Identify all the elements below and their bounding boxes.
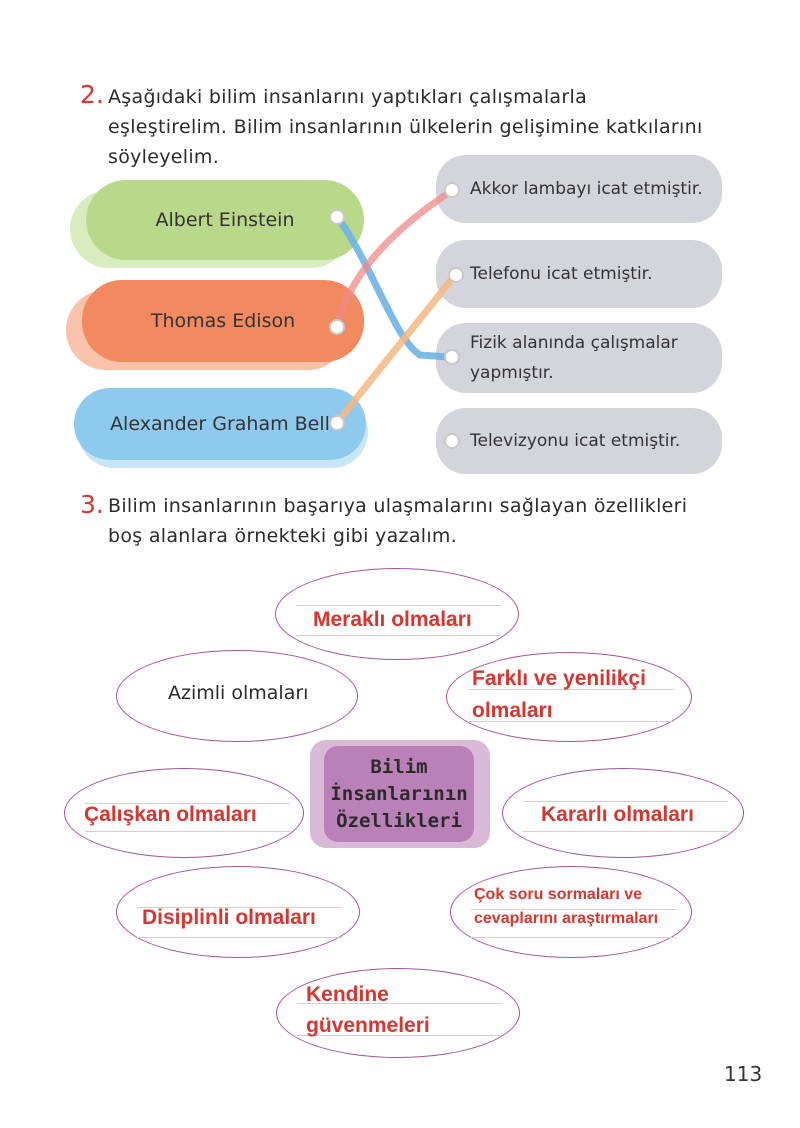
answer-kararli: Kararlı olmaları [541,803,694,826]
dot-bell[interactable] [329,415,345,431]
achievement-physics-line-1: Fizik alanında çalışmalar [470,333,678,353]
question-3-line-2: boş alanlara örnekteki gibi yazalım. [108,525,458,547]
question-3-line-1: Bilim insanlarının başarıya ulaşmalarını… [108,495,688,517]
answer-merakli: Meraklı olmaları [313,608,472,631]
answer-farkli-line-2: olmaları [472,699,553,722]
dot-television[interactable] [444,433,460,449]
scientist-edison-pill[interactable]: Thomas Edison [66,280,366,370]
achievement-physics[interactable]: Fizik alanında çalışmalar yapmıştır. [436,323,722,393]
ellipse-merakli[interactable] [275,568,519,660]
question-2-text: Aşağıdaki bilim insanlarını yaptıkları ç… [108,82,703,172]
scientist-bell-label: Alexander Graham Bell [110,413,330,435]
center-topic-box: Bilim İnsanlarının Özellikleri [310,740,490,848]
answer-azimli: Azimli olmaları [168,682,309,704]
center-topic-inner: Bilim İnsanlarının Özellikleri [324,746,474,842]
answer-farkli-line-1: Farklı ve yenilikçi [472,667,646,690]
dot-telephone[interactable] [448,267,464,283]
dot-physics[interactable] [444,349,460,365]
answer-soru-line-2: cevaplarını araştırmaları [474,910,659,927]
achievement-television[interactable]: Televizyonu icat etmiştir. [436,408,722,474]
question-2-line-3: söyleyelim. [108,146,220,168]
ellipse-soru[interactable] [450,866,692,958]
question-2-line-1: Aşağıdaki bilim insanlarını yaptıkları ç… [108,86,588,108]
ellipse-farkli[interactable] [446,652,692,742]
question-3-number: 3. [80,490,104,519]
achievement-light-bulb-label: Akkor lambayı icat etmiştir. [470,179,703,199]
question-2-number: 2. [80,80,104,109]
scientist-einstein-pill[interactable]: Albert Einstein [70,180,365,268]
answer-kendine-line-2: güvenmeleri [306,1014,430,1037]
center-line-2: İnsanlarının [330,782,468,805]
achievement-telephone[interactable]: Telefonu icat etmiştir. [436,240,722,308]
scientist-edison-label: Thomas Edison [150,310,296,332]
scientist-einstein-label: Albert Einstein [155,209,295,231]
ellipse-kendine[interactable] [276,968,520,1058]
dot-edison[interactable] [329,319,345,335]
answer-soru-line-1: Çok soru sormaları ve [474,886,643,903]
answer-kendine-line-1: Kendine [306,983,389,1006]
page-number: 113 [724,1062,763,1086]
scientist-bell-pill[interactable]: Alexander Graham Bell [74,388,370,468]
question-2-line-2: eşleştirelim. Bilim insanlarının ülkeler… [108,116,703,138]
achievement-light-bulb[interactable]: Akkor lambayı icat etmiştir. [436,155,722,223]
ellipse-disiplinli[interactable] [116,866,360,958]
dot-einstein[interactable] [329,209,345,225]
achievement-telephone-label: Telefonu icat etmiştir. [470,264,653,284]
answer-disiplinli: Disiplinli olmaları [142,906,316,929]
dot-light-bulb[interactable] [444,182,460,198]
center-line-1: Bilim [370,755,428,778]
ellipse-kararli[interactable] [502,768,744,858]
question-3-text: Bilim insanlarının başarıya ulaşmalarını… [108,491,687,551]
ellipse-azimli[interactable] [116,650,358,742]
ellipse-caliskan[interactable] [64,768,304,858]
achievement-physics-line-2: yapmıştır. [470,363,554,383]
center-line-3: Özellikleri [336,809,462,832]
answer-caliskan: Çalışkan olmaları [84,803,257,826]
achievement-television-label: Televizyonu icat etmiştir. [470,431,681,451]
